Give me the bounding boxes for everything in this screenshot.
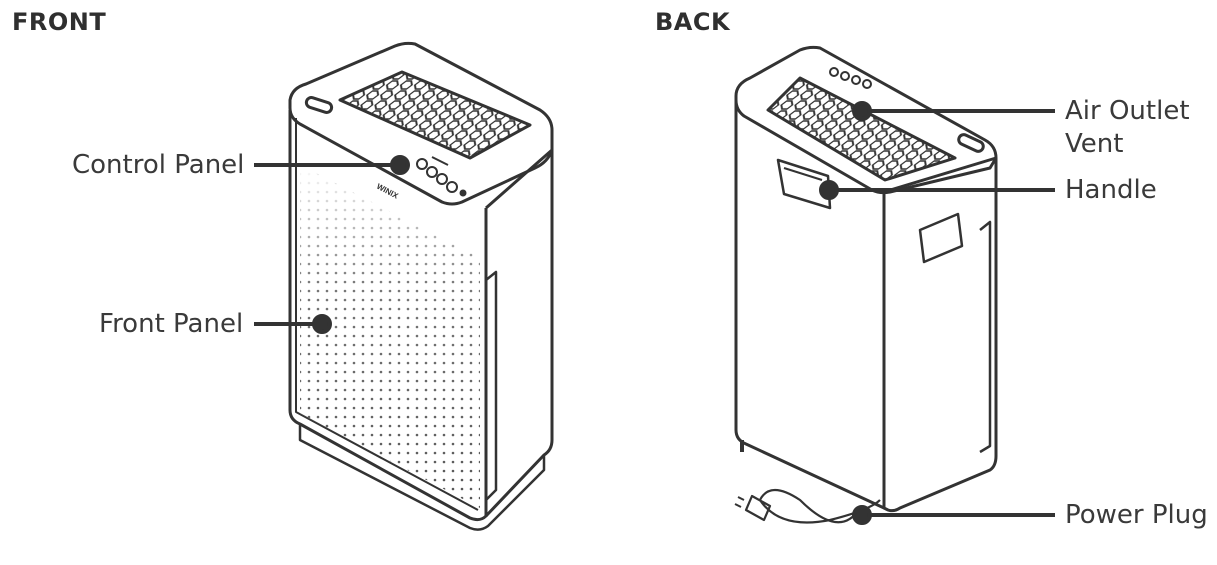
label-front-panel: Front Panel <box>99 309 244 339</box>
label-power-plug: Power Plug <box>1065 500 1208 530</box>
back-view-title: BACK <box>655 8 731 36</box>
callout-front-panel <box>254 314 332 334</box>
front-unit-illustration <box>288 41 554 531</box>
label-air-outlet-vent-line1: Air Outlet <box>1065 96 1190 126</box>
back-unit-illustration <box>734 45 998 524</box>
label-control-panel: Control Panel <box>72 150 245 180</box>
label-air-outlet-vent-line2: Vent <box>1065 129 1124 159</box>
callout-handle <box>819 180 1055 200</box>
callout-power-plug <box>852 505 1055 525</box>
front-view-title: FRONT <box>12 8 107 36</box>
label-handle: Handle <box>1065 175 1157 205</box>
callout-air-outlet-vent <box>852 101 1055 121</box>
callout-control-panel <box>254 155 410 175</box>
brand-logo: WINIX <box>375 182 400 201</box>
